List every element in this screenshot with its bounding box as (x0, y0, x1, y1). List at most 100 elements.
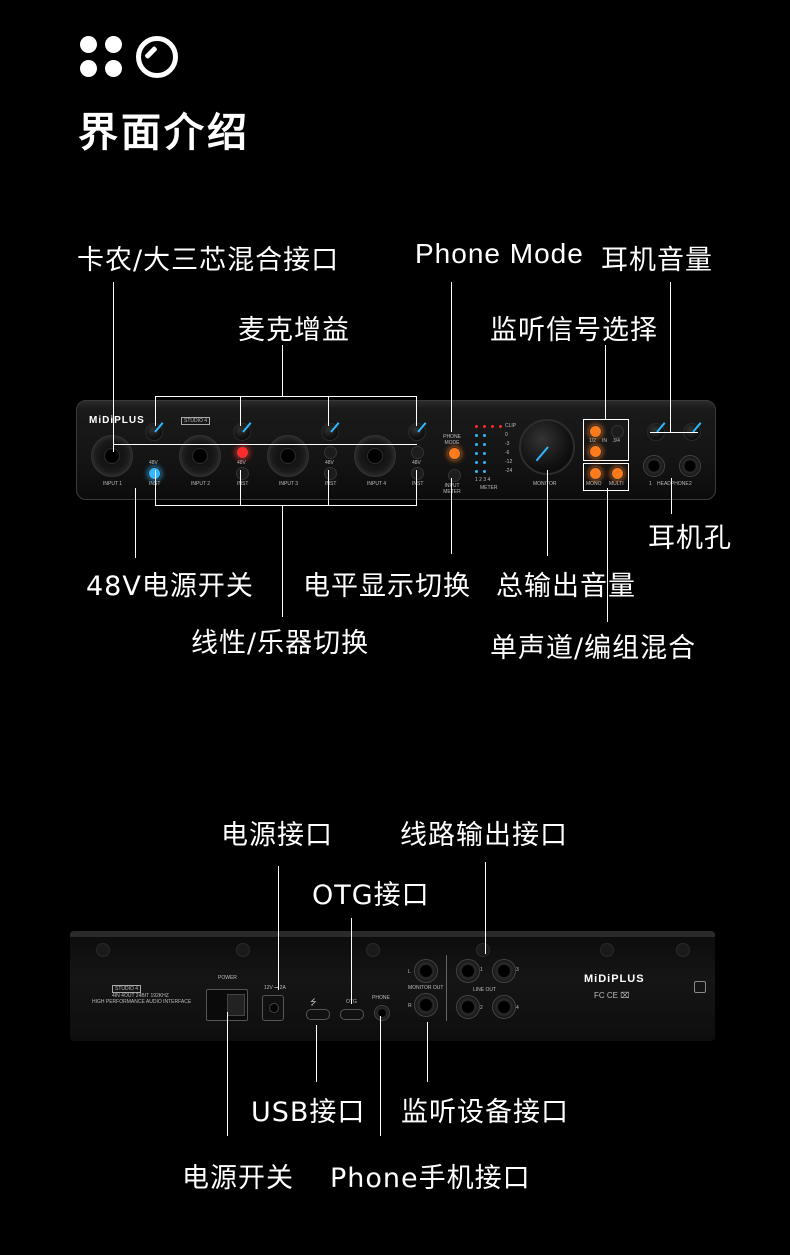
meter-led (475, 452, 478, 455)
main-volume-knob[interactable] (519, 419, 575, 475)
phone-mode-label: PHONE MODE (443, 434, 461, 446)
headphone-jack-2[interactable] (679, 455, 701, 477)
monitor-select-34: 3/4 (613, 438, 620, 444)
meter-led (499, 425, 502, 428)
inst-button-2[interactable] (236, 467, 249, 480)
logo-dot-icon (80, 36, 97, 53)
headphone-label-1: 1 (649, 481, 652, 487)
meter-scale-3: -3 (505, 441, 510, 447)
phantom-button-1[interactable] (148, 467, 161, 480)
power-switch-rocker (227, 994, 245, 1016)
callout-mic-gain: 麦克增益 (238, 315, 350, 346)
line-out-jack-1[interactable] (456, 959, 480, 983)
callout-main-volume: 总输出音量 (496, 571, 636, 602)
callout-combo-jack: 卡农/大三芯混合接口 (77, 245, 340, 276)
inst-button-4[interactable] (411, 467, 424, 480)
front-brand-logo: MiDiPLUS (89, 415, 145, 426)
input-meter-button[interactable] (448, 469, 461, 482)
otg-port[interactable] (340, 1009, 364, 1020)
callout-power-switch: 电源开关 (182, 1163, 294, 1194)
input-label-2: INPUT 2 (191, 481, 211, 487)
gain-knob-2[interactable] (233, 422, 252, 441)
gain-knob-3[interactable] (321, 422, 340, 441)
mono-label: MONO (586, 481, 602, 487)
mono-multi-box (583, 463, 629, 491)
gain-knob-1[interactable] (145, 422, 164, 441)
gain-knob-4[interactable] (408, 422, 427, 441)
phantom-button-3[interactable] (324, 446, 337, 459)
back-panel: STUDIO 4 4IN 4OUT 24BIT 192KHZ HIGH PERF… (70, 931, 715, 1041)
mono-button[interactable] (589, 467, 602, 480)
meter-led (483, 470, 486, 473)
monitor-out-jack-r[interactable] (414, 993, 438, 1017)
callout-monitor-out: 监听设备接口 (401, 1097, 569, 1128)
combo-jack-1[interactable] (91, 435, 133, 477)
usb-port[interactable] (306, 1009, 330, 1020)
monitor-label: MONITOR (533, 481, 557, 487)
callout-phantom: 48V电源开关 (86, 571, 254, 602)
monitor-select-12-button[interactable] (589, 425, 602, 438)
combo-jack-3[interactable] (267, 435, 309, 477)
input-label-3: INPUT 3 (279, 481, 299, 487)
line-out-label: LINE OUT (473, 987, 497, 993)
logo-knob-icon (136, 36, 178, 78)
headphone-jack-1[interactable] (643, 455, 665, 477)
phone-jack[interactable] (374, 1005, 390, 1021)
line-out-jack-2[interactable] (456, 995, 480, 1019)
inst-button-3[interactable] (324, 467, 337, 480)
line-out-num-3: 3 (516, 967, 519, 973)
lock-icon (694, 981, 706, 993)
phantom-button-2[interactable] (236, 446, 249, 459)
monitor-out-r: R (408, 1003, 412, 1009)
line-out-num-2: 2 (480, 1005, 483, 1011)
screw-icon (366, 943, 380, 957)
inst-label-4: INST (412, 481, 424, 487)
inst-label-1: INST (149, 481, 160, 487)
headphone-label: HEADPHONE (657, 481, 689, 487)
monitor-out-jack-l[interactable] (414, 959, 438, 983)
line-out-num-1: 1 (480, 967, 483, 973)
meter-scale-12: -12 (505, 459, 513, 465)
screw-icon (476, 943, 490, 957)
inst-label-3: INST (325, 481, 337, 487)
headphone-label-2: 2 (689, 481, 692, 487)
phantom-button-4[interactable] (411, 446, 424, 459)
callout-headphone-jack: 耳机孔 (648, 523, 732, 554)
monitor-out-l: L (408, 969, 411, 975)
phantom-label-2: 48V (237, 460, 246, 466)
callout-monitor-select: 监听信号选择 (490, 315, 658, 346)
logo-dot-icon (105, 36, 122, 53)
meter-led (475, 425, 478, 428)
cert-marks: FC CE ⌧ (594, 991, 630, 1000)
phone-mode-button[interactable] (448, 447, 461, 460)
monitor-select-34-button[interactable] (611, 425, 624, 438)
phone-label: PHONE (372, 995, 390, 1001)
monitor-select-box (583, 419, 629, 461)
line-out-jack-4[interactable] (492, 995, 516, 1019)
phantom-label-3: 48V (325, 460, 334, 466)
screw-icon (236, 943, 250, 957)
meter-led (483, 452, 486, 455)
multi-button[interactable] (611, 467, 624, 480)
line-out-jack-3[interactable] (492, 959, 516, 983)
meter-led (483, 425, 486, 428)
meter-scale-clip: CLIP (505, 423, 517, 429)
power-label: POWER (218, 975, 237, 981)
back-brand-logo: MiDiPLUS (584, 973, 645, 985)
meter-led (475, 434, 478, 437)
meter-led (483, 434, 486, 437)
phantom-label-4: 48V (412, 460, 421, 466)
callout-meter-switch: 电平显示切换 (303, 571, 471, 602)
monitor-select-in: IN (602, 438, 607, 444)
monitor-select-12: 1/2 (589, 438, 596, 444)
dc-power-jack[interactable] (262, 995, 284, 1021)
meter-label: METER (480, 485, 498, 491)
usb-icon: ⭍ (310, 998, 317, 1007)
combo-jack-4[interactable] (354, 435, 396, 477)
combo-jack-2[interactable] (179, 435, 221, 477)
callout-mono-multi: 单声道/编组混合 (490, 633, 697, 664)
logo-dot-icon (105, 60, 122, 77)
back-spec-line1: 4IN 4OUT 24BIT 192KHZ (112, 993, 169, 999)
callout-line-inst: 线性/乐器切换 (191, 628, 370, 659)
callout-line-out: 线路输出接口 (400, 820, 568, 851)
